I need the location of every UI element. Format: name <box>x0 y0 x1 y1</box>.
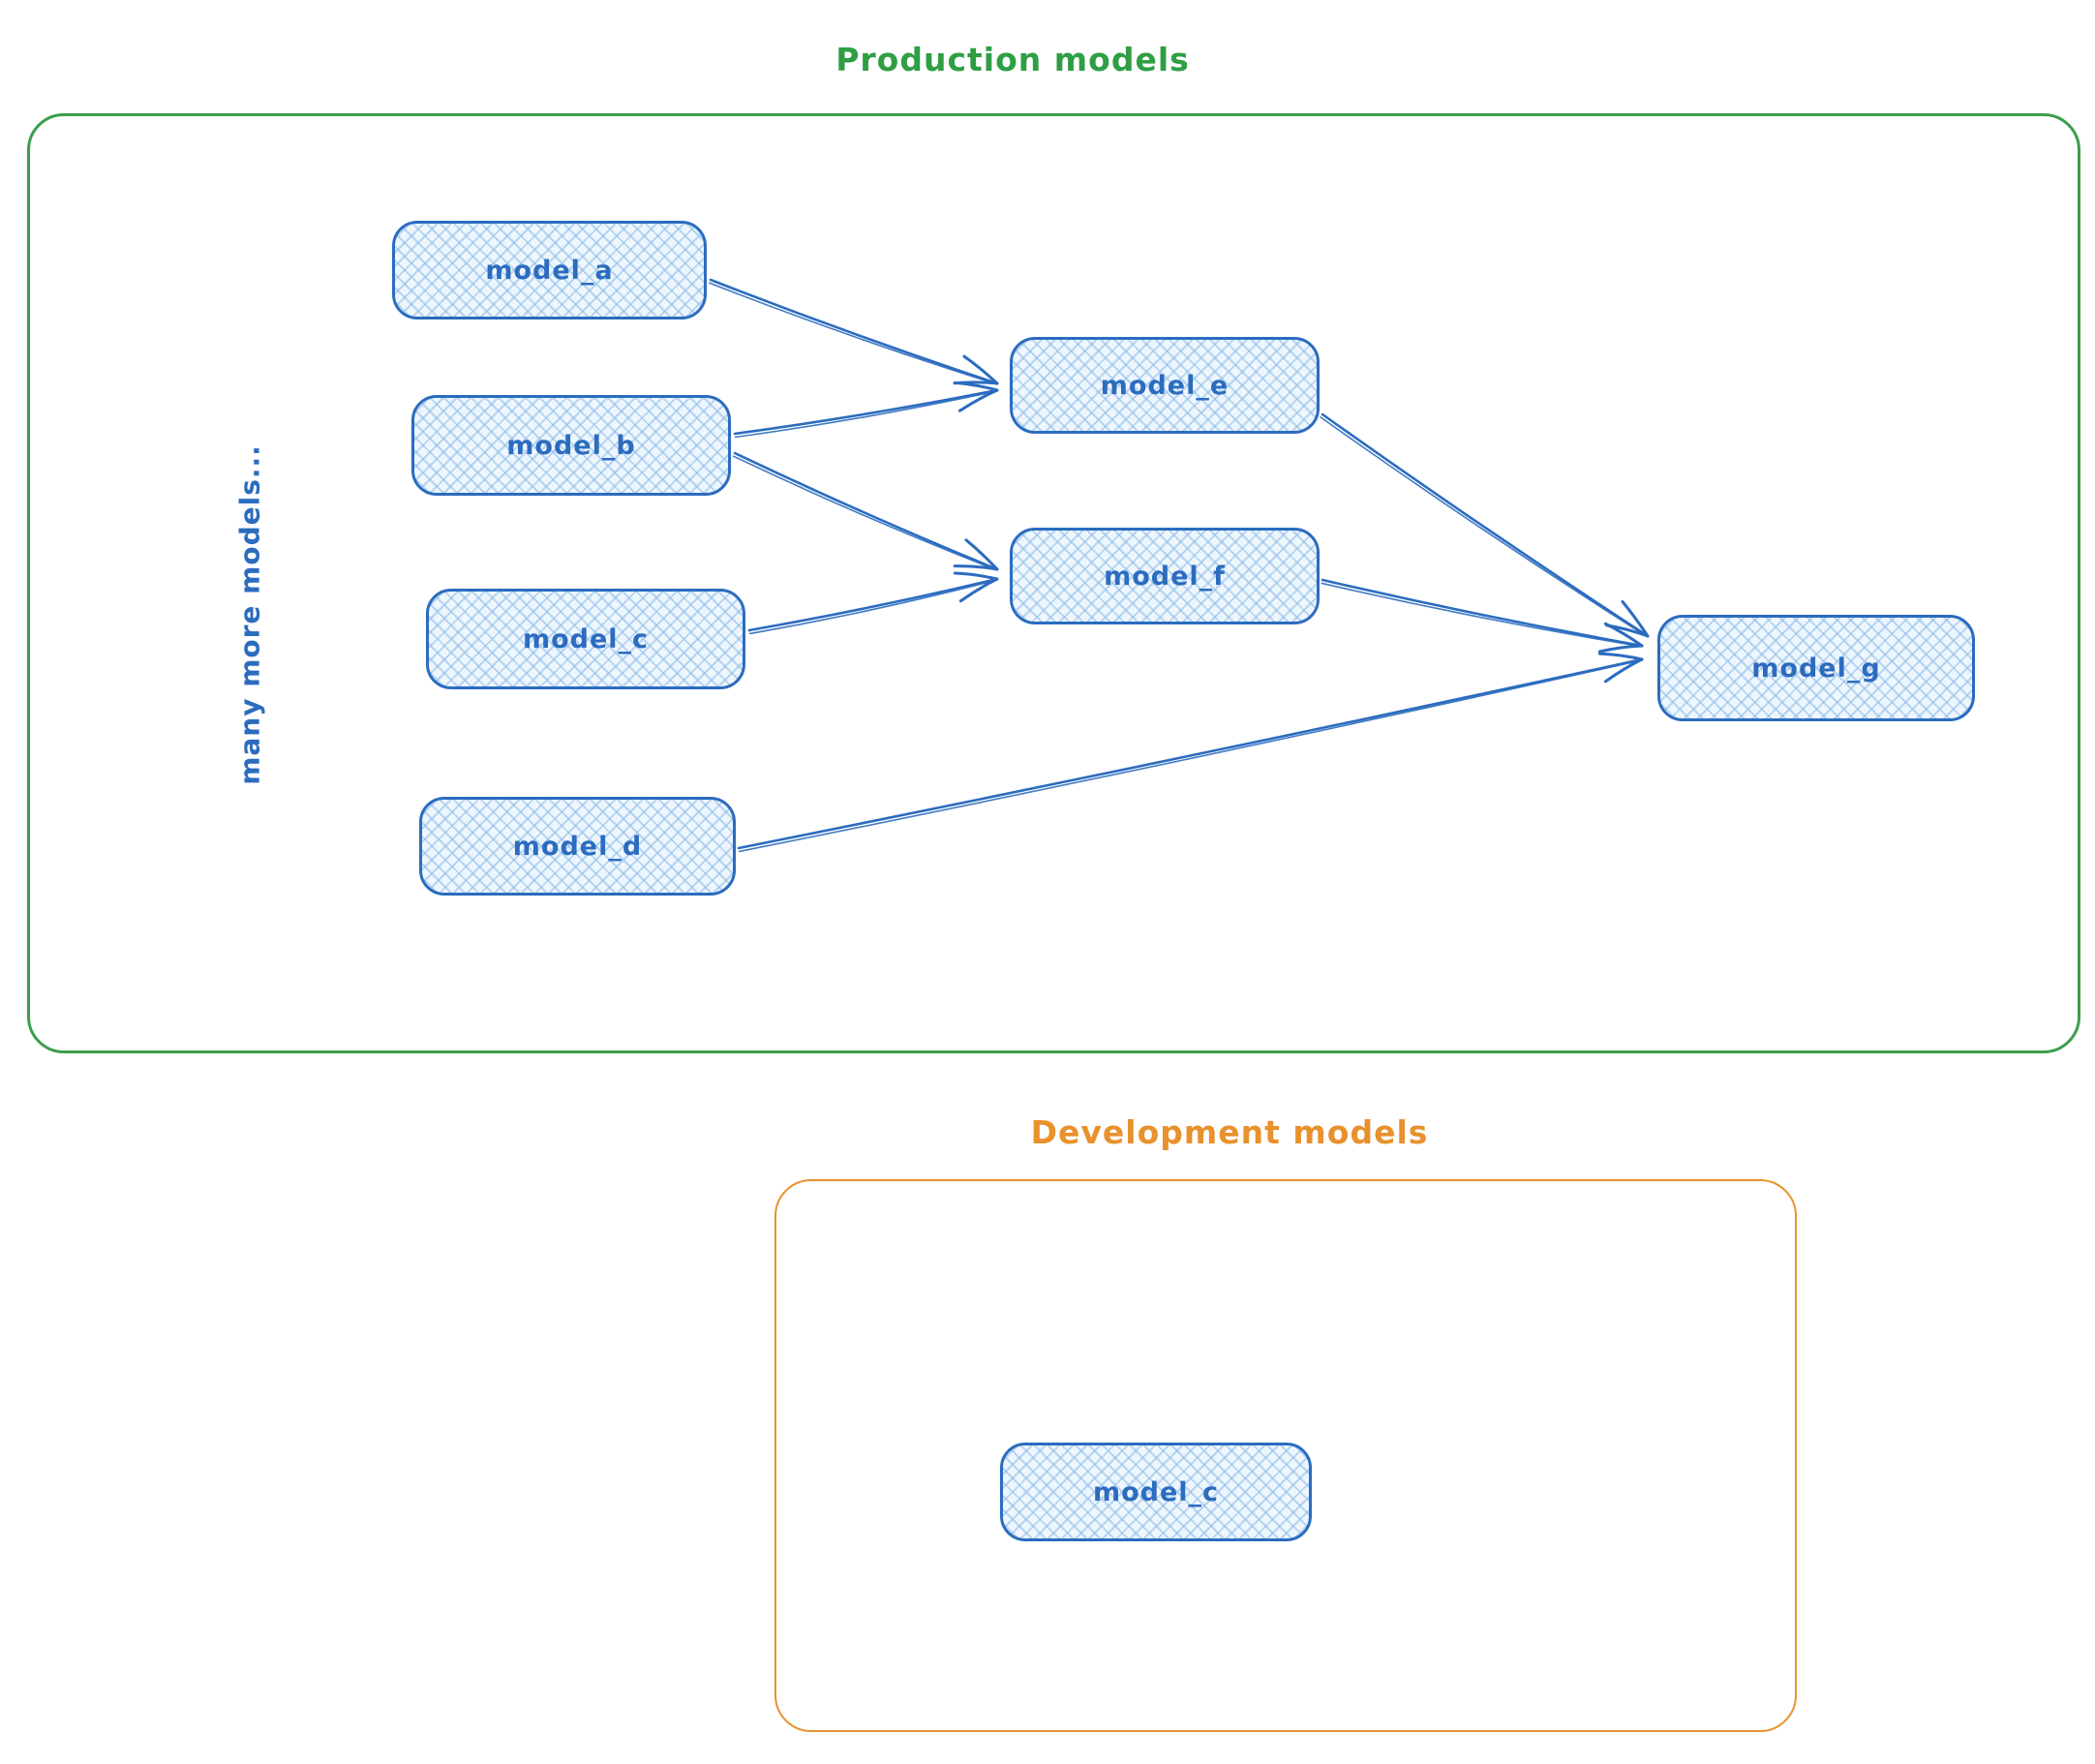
node-model_e: model_e <box>1010 337 1320 434</box>
node-model_g: model_g <box>1657 615 1975 721</box>
node-model_a: model_a <box>392 221 707 319</box>
production-section-title: Production models <box>835 41 1190 78</box>
development-section-box <box>774 1179 1797 1732</box>
many-more-models-note: many more models... <box>233 444 266 785</box>
node-model_b: model_b <box>411 395 731 496</box>
development-section-title: Development models <box>1030 1113 1429 1151</box>
node-model_f: model_f <box>1010 528 1320 624</box>
node-model_d: model_d <box>419 797 736 896</box>
node-model_c-development: model_c <box>1000 1443 1312 1541</box>
node-model_c: model_c <box>426 589 745 689</box>
production-section-box <box>27 113 2080 1053</box>
